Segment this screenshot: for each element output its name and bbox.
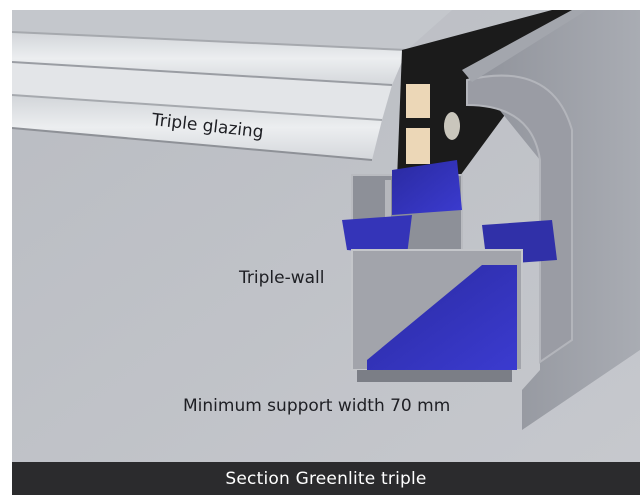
section-rendering: Triple glazing Triple-wall Minimum suppo… <box>12 10 640 462</box>
glass-pane-lower <box>12 95 382 160</box>
spacer-upper <box>406 84 430 118</box>
spacer-lower <box>406 128 430 164</box>
glass-pane-upper <box>12 32 407 85</box>
glass-pane-top <box>12 10 452 50</box>
section-drawing <box>12 10 640 462</box>
triple-glazing-panels <box>12 10 452 161</box>
profile-curve <box>466 74 573 364</box>
frame-profile <box>462 10 640 430</box>
glass-edge-3 <box>12 94 383 121</box>
seal-bead <box>444 112 460 140</box>
caption-text: Section Greenlite triple <box>225 468 427 489</box>
glass-edge-2 <box>12 61 393 86</box>
support-width-label: Minimum support width 70 mm <box>183 396 451 416</box>
glass-pane-middle <box>12 62 392 120</box>
triple-wall-label: Triple-wall <box>239 268 325 288</box>
blue-base <box>367 265 517 370</box>
blue-insulation-top <box>392 160 462 215</box>
glass-edge-1 <box>12 31 408 51</box>
blue-clip-left <box>342 215 412 255</box>
caption-bar: Section Greenlite triple <box>12 462 640 495</box>
glass-edge-4 <box>12 127 373 161</box>
profile-top-edge <box>462 10 587 82</box>
base-flange <box>357 370 512 382</box>
triple-wall-section <box>342 160 557 382</box>
chamber-divider <box>385 180 391 245</box>
